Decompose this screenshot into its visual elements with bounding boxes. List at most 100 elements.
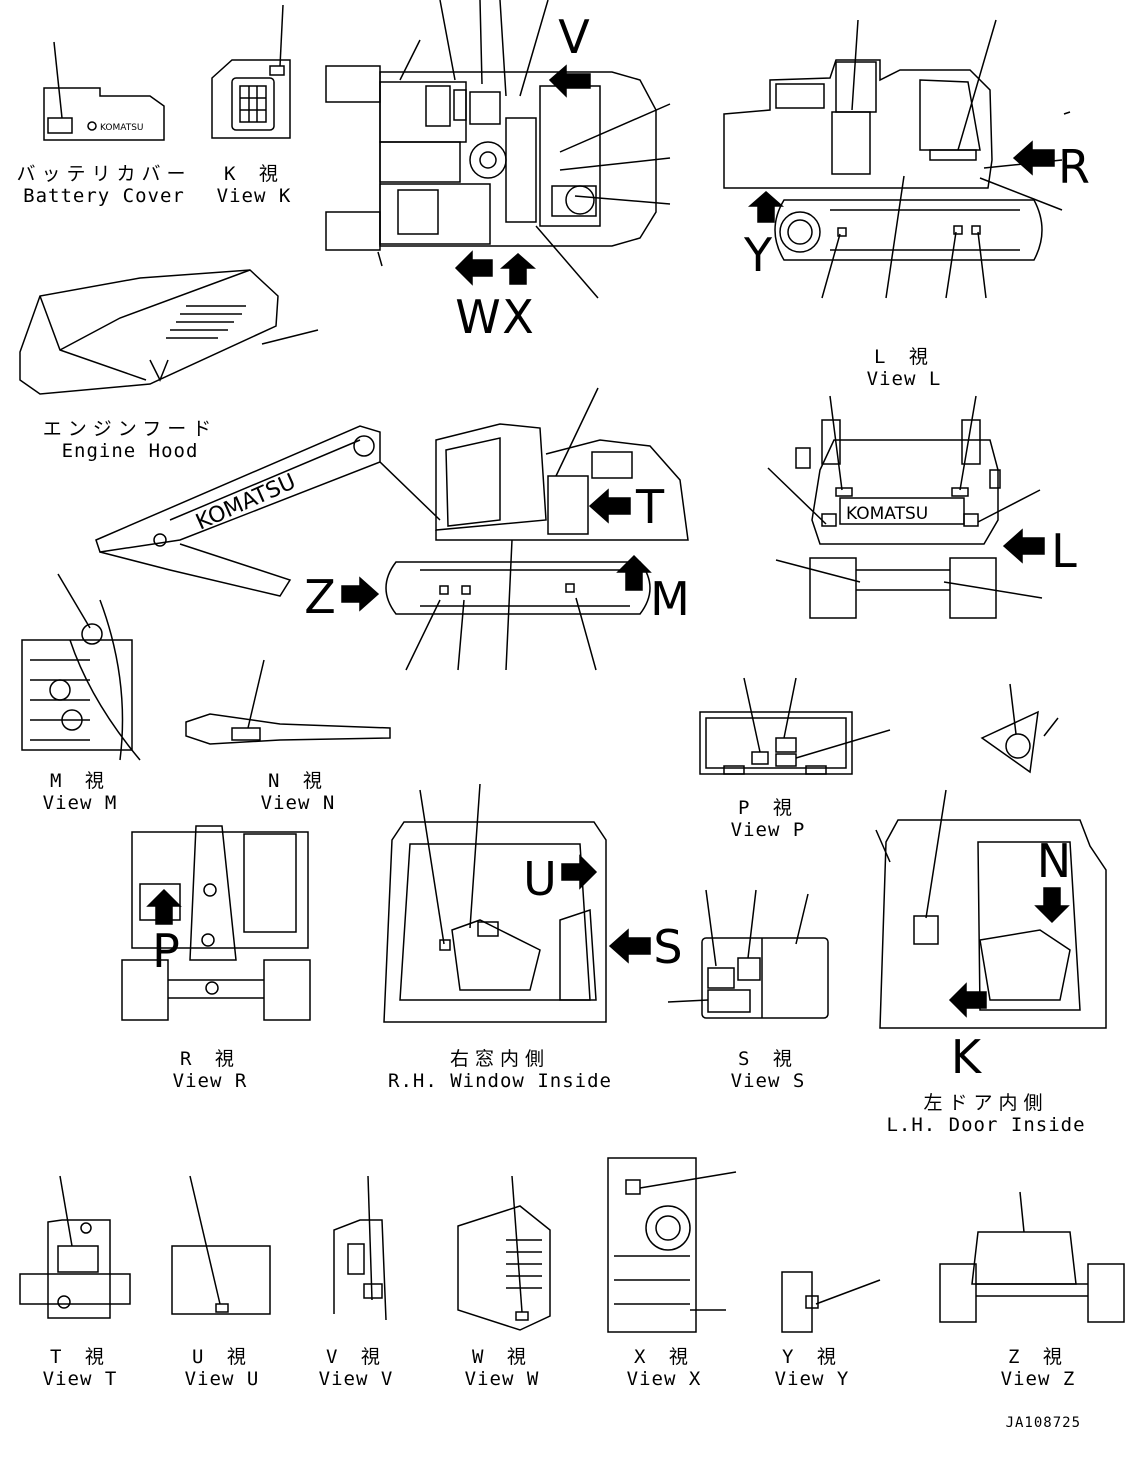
engine-hood-drawing xyxy=(19,269,319,395)
battery-cover-drawing: KOMATSU xyxy=(43,41,165,141)
arrow-n xyxy=(1034,887,1070,924)
label-view-z: Z 視 View Z xyxy=(1001,1346,1076,1390)
view-r-drawing xyxy=(121,825,311,1021)
label-view-m-en: View M xyxy=(42,792,118,814)
view-p-drawing xyxy=(699,677,891,775)
label-battery-cover-en: Battery Cover xyxy=(23,185,185,207)
arrow-s xyxy=(608,928,651,964)
arrow-x xyxy=(500,253,536,285)
label-view-n-jp: N 視 xyxy=(268,770,328,792)
arrow-letter-w: W xyxy=(455,290,501,344)
label-view-z-jp: Z 視 xyxy=(1008,1346,1068,1368)
view-z-drawing xyxy=(939,1191,1125,1323)
rh-window-drawing xyxy=(383,783,607,1023)
view-v-drawing xyxy=(333,1175,387,1321)
rear-brand: KOMATSU xyxy=(846,504,928,524)
label-view-l-jp: L 視 xyxy=(874,346,934,368)
label-view-v-en: View V xyxy=(318,1368,394,1390)
label-engine-hood-jp: エンジンフード xyxy=(42,418,218,440)
label-view-k-en: View K xyxy=(216,185,292,207)
arrow-u xyxy=(561,854,598,890)
label-rh-window-jp: 右窓内側 xyxy=(449,1048,550,1070)
arrow-letter-l: L xyxy=(1051,524,1077,578)
label-rh-window-en: R.H. Window Inside xyxy=(388,1070,612,1092)
label-lh-door-en: L.H. Door Inside xyxy=(886,1114,1086,1136)
label-view-p-jp: P 視 xyxy=(738,797,798,819)
label-view-m: M 視 View M xyxy=(43,770,118,814)
arrow-letter-u: U xyxy=(523,852,557,906)
label-view-z-en: View Z xyxy=(1000,1368,1076,1390)
arrow-letter-v: V xyxy=(558,10,590,64)
label-view-n: N 視 View N xyxy=(261,770,336,814)
rear-view-drawing: KOMATSU xyxy=(767,395,1043,619)
label-view-x: X 視 View X xyxy=(627,1346,702,1390)
label-view-y: Y 視 View Y xyxy=(775,1346,850,1390)
view-x-drawing xyxy=(607,1157,737,1333)
arrow-letter-p: P xyxy=(152,924,180,978)
label-view-l: L 視 View L xyxy=(867,346,942,390)
arrow-letter-s: S xyxy=(653,920,683,974)
label-battery-cover-jp: バッテリカバー xyxy=(16,163,192,185)
label-view-l-en: View L xyxy=(866,368,942,390)
label-view-r-en: View R xyxy=(172,1070,248,1092)
view-s-drawing xyxy=(667,889,829,1019)
label-engine-hood: エンジンフード Engine Hood xyxy=(43,418,217,462)
label-view-w-en: View W xyxy=(464,1368,540,1390)
arrow-t xyxy=(588,488,631,524)
arrow-letter-k: K xyxy=(950,1030,982,1084)
boom-brand: KOMATSU xyxy=(192,469,299,535)
triangle-detail xyxy=(980,683,1059,774)
arrow-letter-x: X xyxy=(502,290,534,344)
top-plan-view xyxy=(325,0,671,299)
label-view-y-jp: Y 視 xyxy=(782,1346,842,1368)
label-view-t: T 視 View T xyxy=(43,1346,118,1390)
view-u-drawing xyxy=(171,1175,271,1315)
arrow-letter-t: T xyxy=(635,480,665,534)
view-n-drawing xyxy=(185,659,391,745)
label-view-x-jp: X 視 xyxy=(634,1346,694,1368)
arrow-l xyxy=(1002,528,1045,564)
label-battery-cover: バッテリカバー Battery Cover xyxy=(16,163,191,207)
arrow-z xyxy=(341,576,380,612)
label-view-p: P 視 View P xyxy=(731,797,806,841)
label-view-n-en: View N xyxy=(260,792,336,814)
label-view-w-jp: W 視 xyxy=(472,1346,532,1368)
label-view-u-en: View U xyxy=(184,1368,260,1390)
arrow-v xyxy=(548,64,591,98)
view-k-drawing xyxy=(211,4,291,139)
label-view-t-en: View T xyxy=(42,1368,118,1390)
arrow-letter-m: M xyxy=(650,572,690,626)
label-view-m-jp: M 視 xyxy=(50,770,110,792)
label-view-r: R 視 View R xyxy=(173,1048,248,1092)
drawing-code: JA108725 xyxy=(1005,1415,1081,1431)
arrow-m xyxy=(616,554,652,591)
label-view-t-jp: T 視 xyxy=(50,1346,110,1368)
label-rh-window: 右窓内側 R.H. Window Inside xyxy=(388,1048,612,1092)
label-view-k: K 視 View K xyxy=(217,163,292,207)
arrow-p xyxy=(146,888,182,925)
label-view-v-jp: V 視 xyxy=(326,1346,386,1368)
label-view-x-en: View X xyxy=(626,1368,702,1390)
view-l-side-drawing xyxy=(723,19,1071,299)
arrow-w xyxy=(454,250,493,286)
label-view-s-jp: S 視 xyxy=(738,1048,798,1070)
label-view-s: S 視 View S xyxy=(731,1048,806,1092)
view-m-drawing xyxy=(21,573,141,761)
label-lh-door-jp: 左ドア内側 xyxy=(923,1092,1049,1114)
arrow-letter-r: R xyxy=(1058,140,1090,194)
arrow-letter-n: N xyxy=(1036,834,1072,888)
arrow-r xyxy=(1012,140,1055,176)
label-view-k-jp: K 視 xyxy=(224,163,284,185)
arrow-letter-z: Z xyxy=(304,570,336,624)
label-view-v: V 視 View V xyxy=(319,1346,394,1390)
label-view-p-en: View P xyxy=(730,819,806,841)
label-view-w: W 視 View W xyxy=(465,1346,540,1390)
arrow-k xyxy=(948,982,987,1018)
arrow-y xyxy=(748,191,784,223)
view-w-drawing xyxy=(457,1175,551,1331)
label-view-u-jp: U 視 xyxy=(192,1346,252,1368)
view-t-drawing xyxy=(19,1175,131,1319)
label-engine-hood-en: Engine Hood xyxy=(61,440,199,462)
view-y-drawing xyxy=(781,1271,881,1333)
